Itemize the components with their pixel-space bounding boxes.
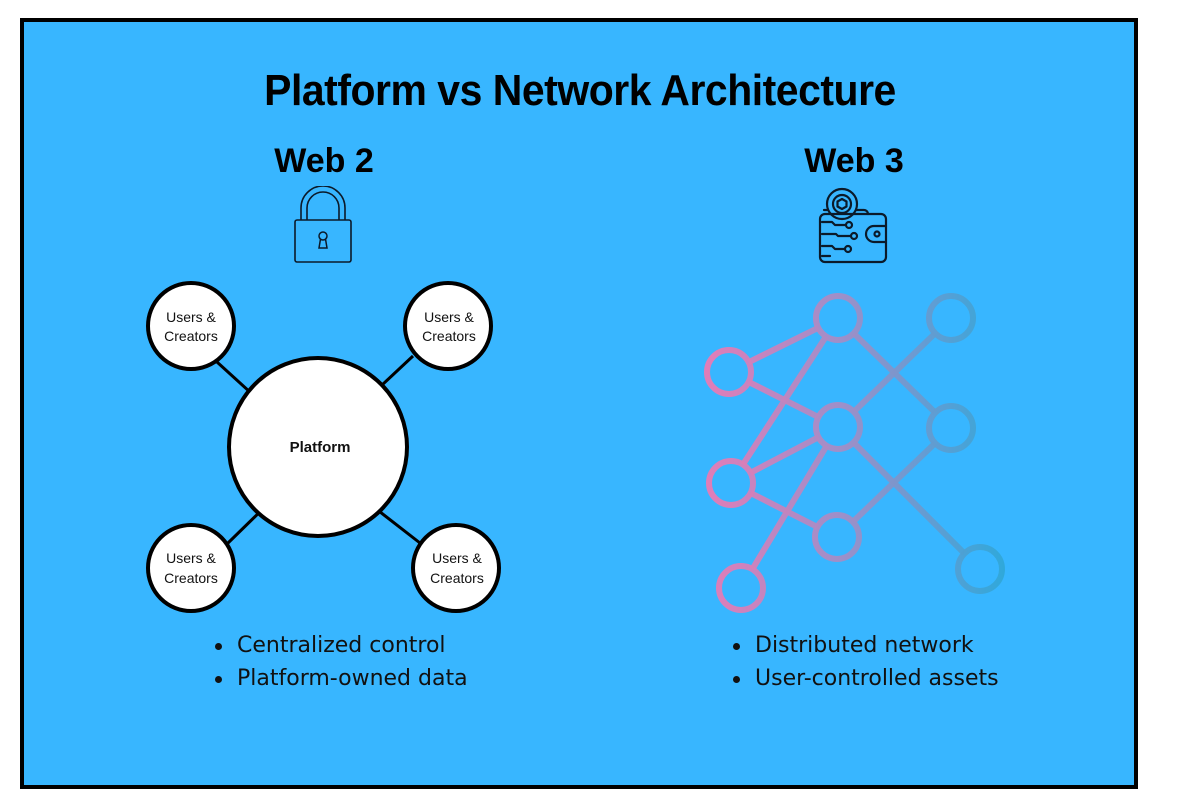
network-node — [955, 544, 1005, 594]
network-edge — [747, 325, 820, 365]
network-node — [926, 293, 976, 343]
network-edge — [851, 331, 938, 414]
network-node — [704, 347, 754, 397]
users-creators-node: Users & Creators — [403, 281, 493, 371]
users-creators-node: Users & Creators — [146, 281, 236, 371]
network-node — [813, 293, 863, 343]
node-label-line1: Users & — [166, 550, 216, 566]
padlock-icon — [294, 186, 352, 263]
platform-label: Platform — [290, 439, 351, 456]
users-creators-node: Users & Creators — [411, 523, 501, 613]
node-label-line1: Users & — [432, 550, 482, 566]
network-node — [926, 403, 976, 453]
web2-bullet-list: Centralized control Platform-owned data — [211, 629, 468, 695]
bullet-item: Centralized control — [211, 629, 468, 662]
bullet-item: Distributed network — [729, 629, 999, 662]
bullet-item: Platform-owned data — [211, 662, 468, 695]
page-title: Platform vs Network Architecture — [264, 66, 896, 115]
network-node — [706, 458, 756, 508]
network-edge — [749, 490, 819, 530]
network-edge — [850, 441, 938, 524]
platform-node: Platform — [227, 356, 409, 538]
web2-heading: Web 2 — [274, 142, 374, 180]
distributed-network — [704, 293, 1005, 613]
node-label-line1: Users & — [166, 309, 216, 325]
node-label-line2: Creators — [422, 328, 476, 344]
network-node — [812, 512, 862, 562]
network-node — [716, 563, 766, 613]
bullet-item: User-controlled assets — [729, 662, 999, 695]
network-node — [813, 402, 863, 452]
network-edge — [749, 434, 820, 476]
crypto-wallet-icon — [818, 187, 888, 264]
node-label-line1: Users & — [424, 309, 474, 325]
network-edge — [851, 440, 967, 556]
web3-bullet-list: Distributed network User-controlled asse… — [729, 629, 999, 695]
network-edge — [749, 444, 830, 571]
node-label-line2: Creators — [164, 570, 218, 586]
node-label-line2: Creators — [164, 328, 218, 344]
users-creators-node: Users & Creators — [146, 523, 236, 613]
web3-heading: Web 3 — [804, 142, 904, 180]
node-label-line2: Creators — [430, 570, 484, 586]
network-edge — [740, 334, 829, 467]
